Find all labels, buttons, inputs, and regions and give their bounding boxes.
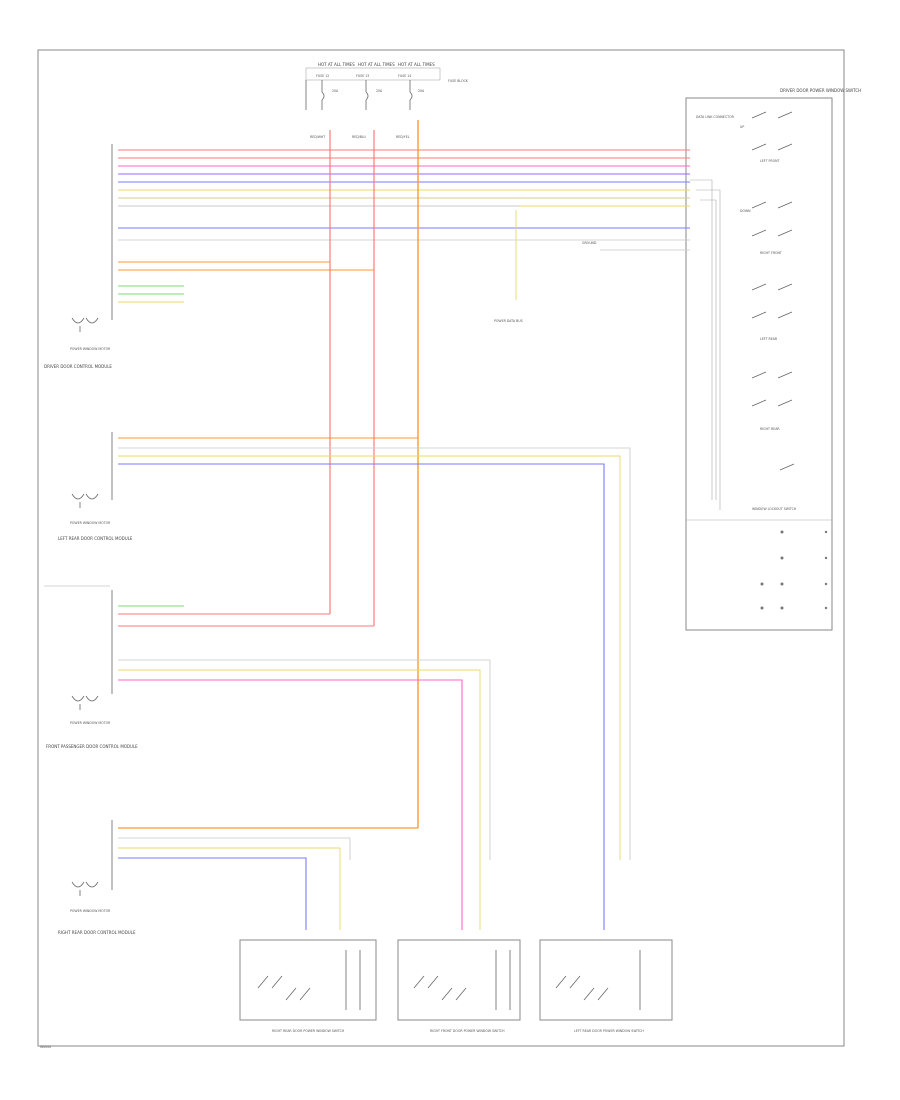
fuse-2-box-label: HOT AT ALL TIMES [358, 62, 395, 67]
fp-gray-wire [118, 659, 491, 860]
rr-gray-wire [118, 837, 351, 860]
master-down-label: DOWN [740, 209, 751, 213]
page-code: W0000 [40, 1045, 51, 1049]
lr-gray-wire [118, 447, 631, 860]
fuse-block-label: FUSE BLOCK [448, 79, 469, 83]
fp-yellow-wire [118, 669, 481, 930]
master-switch-box [685, 97, 833, 631]
switch-3-box [539, 939, 673, 1021]
fuse-1-wire: RED/WHT [310, 135, 325, 139]
fuse-1-label: FUSE 12 [316, 74, 329, 78]
switch-1-name: RIGHT REAR DOOR POWER WINDOW SWITCH [272, 1029, 345, 1033]
master-switch-title: DRIVER DOOR POWER WINDOW SWITCH [780, 88, 861, 93]
switch-2-box [397, 939, 521, 1021]
module-brackets [44, 144, 113, 890]
lockout-label: WINDOW LOCKOUT SWITCH [752, 507, 797, 511]
motor-1-icon [71, 317, 99, 332]
fp-pink-wire [118, 679, 463, 930]
fuse-block: HOT AT ALL TIMES HOT AT ALL TIMES HOT AT… [305, 62, 469, 139]
motor-4-icon [71, 881, 99, 896]
fuse-leads [305, 80, 413, 110]
rr-blue-wire [118, 857, 307, 930]
master-section-1-label: LEFT FRONT [760, 159, 779, 163]
motor-3-icon [71, 695, 99, 710]
fuse-2-rating: 20A [376, 89, 383, 93]
fuse-1-rating: 20A [332, 89, 339, 93]
master-up-label: UP [740, 125, 744, 129]
switch-1-box [239, 939, 377, 1021]
master-lower-pins [760, 530, 828, 610]
bottom-switches: RIGHT REAR DOOR POWER WINDOW SWITCH RIGH… [239, 939, 673, 1033]
fuse-2-wire: RED/BLU [352, 135, 367, 139]
module-4-name: RIGHT REAR DOOR CONTROL MODULE [58, 930, 136, 935]
master-contacts [751, 111, 795, 471]
bus-label: POWER DATA BUS [494, 319, 523, 323]
module-1-name: DRIVER DOOR CONTROL MODULE [44, 364, 112, 369]
ground-label: GROUND [582, 241, 597, 245]
module-3-name: FRONT PASSENGER DOOR CONTROL MODULE [46, 744, 138, 749]
lr-yellow-wire [118, 455, 621, 860]
motor-2-icon [71, 493, 99, 508]
ground-wires [600, 239, 690, 251]
switch-3-name: LEFT REAR DOOR POWER WINDOW SWITCH [574, 1029, 644, 1033]
switch-2-name: RIGHT FRONT DOOR POWER WINDOW SWITCH [430, 1029, 505, 1033]
rr-yellow-wire [118, 847, 341, 930]
motor-icons [71, 317, 99, 896]
fuse-2-label: FUSE 13 [356, 74, 369, 78]
fuse-3-box-label: HOT AT ALL TIMES [398, 62, 435, 67]
fuse-1-box-label: HOT AT ALL TIMES [318, 62, 355, 67]
module-2-name: LEFT REAR DOOR CONTROL MODULE [58, 536, 133, 541]
module-1-motor: POWER WINDOW MOTOR [70, 347, 111, 351]
fuse-3-rating: 20A [418, 89, 425, 93]
module-2-motor: POWER WINDOW MOTOR [70, 521, 111, 525]
side-module-label: DATA LINK CONNECTOR [696, 115, 735, 119]
diagram-frame [37, 49, 845, 1047]
module-labels: DRIVER DOOR CONTROL MODULE LEFT REAR DOO… [44, 241, 597, 935]
fuse-3-label: FUSE 14 [398, 74, 411, 78]
master-section-2-label: RIGHT FRONT [760, 251, 782, 255]
master-section-3-label: LEFT REAR [760, 337, 778, 341]
switch-contacts [257, 950, 641, 1010]
master-internal-wires [690, 179, 721, 510]
fuse-3-wire: RED/YEL [396, 135, 410, 139]
master-section-4-label: RIGHT REAR [760, 427, 780, 431]
lr-blue-wire [118, 463, 605, 930]
module-3-motor: POWER WINDOW MOTOR [70, 721, 111, 725]
module-4-motor: POWER WINDOW MOTOR [70, 909, 111, 913]
wire-group [118, 120, 690, 930]
fuse-header-box [305, 67, 441, 81]
master-switch: DRIVER DOOR POWER WINDOW SWITCH LEFT FRO… [685, 88, 861, 631]
